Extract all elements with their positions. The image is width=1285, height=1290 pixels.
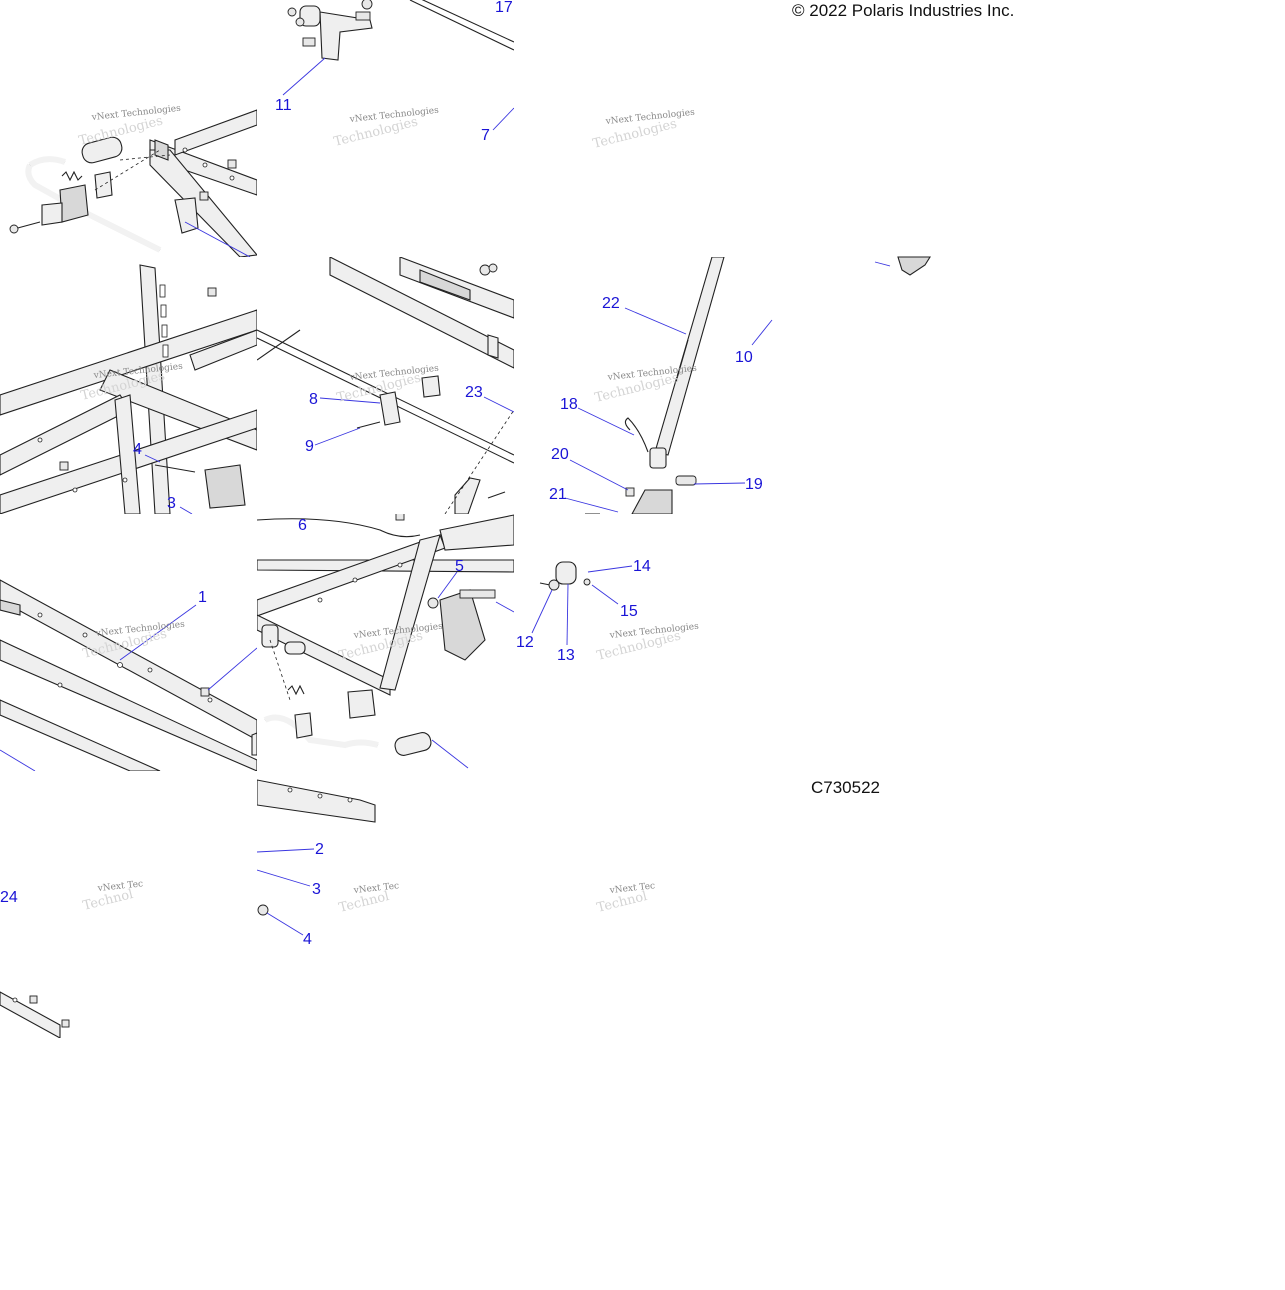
callout-4-low: 4	[303, 931, 312, 948]
tile-empty-1: vNext Technologies Technologies	[591, 108, 695, 152]
callout-2: 2	[315, 841, 324, 858]
callout-8: 8	[309, 391, 318, 408]
tile-prop-rod: vNext Technologies Technologies	[564, 257, 746, 514]
tile-rail-end: vNext Tec Technol	[257, 779, 400, 936]
callouts: 17 11 7 22 10 8 23 18 9 4 20 19 21 3 6 5…	[0, 0, 763, 948]
callout-3-low: 3	[312, 881, 321, 898]
callout-22: 22	[602, 295, 620, 312]
callout-1: 1	[198, 589, 207, 606]
callout-11: 11	[275, 97, 292, 114]
tile-frame-mounts: vNext Technologies Technologies	[257, 514, 514, 769]
callout-10: 10	[735, 349, 753, 366]
callout-19: 19	[745, 476, 763, 493]
callout-12: 12	[516, 634, 534, 651]
copyright-notice: © 2022 Polaris Industries Inc.	[792, 1, 1015, 20]
callout-4-mid: 4	[133, 441, 142, 458]
callout-5: 5	[455, 558, 464, 575]
callout-14: 14	[633, 558, 651, 575]
hinge-fragment	[751, 256, 931, 346]
callout-18: 18	[560, 396, 578, 413]
tile-frame-left: vNext Technologies Technologies	[0, 264, 257, 514]
svg-text:vNext Tec: vNext Tec	[96, 879, 143, 894]
svg-text:vNext Tec: vNext Tec	[608, 881, 655, 896]
tile-swaybar-left: vNext Technologies Technologies	[9, 104, 257, 257]
svg-text:vNext Tec: vNext Tec	[352, 881, 399, 896]
tile-corner-fragment	[0, 991, 70, 1038]
callout-24: 24	[0, 889, 18, 906]
callout-20: 20	[551, 446, 569, 463]
tile-frame-center: vNext Technologies Technologies	[257, 257, 514, 514]
callout-9: 9	[305, 438, 314, 455]
callout-15: 15	[620, 603, 638, 620]
callout-6: 6	[298, 517, 307, 534]
callout-21: 21	[549, 486, 567, 503]
callout-17-top: 17	[495, 0, 513, 16]
tile-top-bracket: vNext Technologies Technologies	[282, 0, 514, 150]
figure-id: C730522	[811, 778, 881, 797]
callout-13: 13	[557, 647, 575, 664]
callout-23: 23	[465, 384, 483, 401]
tile-floor-rail: vNext Technologies Technologies	[0, 579, 257, 771]
callout-7: 7	[481, 127, 490, 144]
callout-3-mid: 3	[167, 495, 176, 512]
